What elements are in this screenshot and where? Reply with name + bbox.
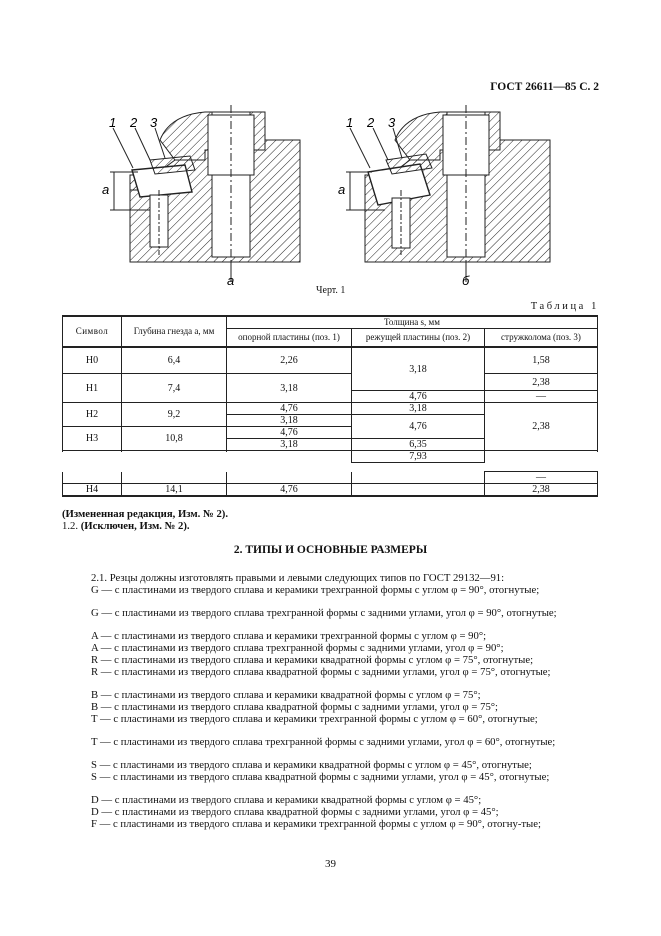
- type-s-1: S — с пластинами из твердого сплава и ке…: [91, 759, 532, 771]
- cell-h4-support: 4,76: [226, 483, 352, 497]
- type-b-2: B — с пластинами из твердого сплава квад…: [91, 701, 499, 713]
- page-number: 39: [325, 858, 336, 870]
- type-t-1: T — с пластинами из твердого сплава и ке…: [91, 713, 538, 725]
- cell-h0-breaker: 1,58: [484, 346, 598, 374]
- figure-caption: Черт. 1: [316, 285, 346, 296]
- note-excluded-prefix: 1.2.: [62, 520, 81, 532]
- type-g-2: G — с пластинами из твердого сплава трех…: [91, 607, 557, 619]
- table-caption: Таблица 1: [530, 301, 599, 312]
- cell-h3: Н3: [62, 426, 122, 451]
- label-1-left: 1: [109, 115, 116, 130]
- cell-dash-1: —: [484, 390, 598, 403]
- view-a: [110, 105, 301, 282]
- type-b-1: B — с пластинами из твердого сплава и ке…: [91, 689, 481, 701]
- col-cutting: режущей пластины (поз. 2): [351, 328, 485, 348]
- type-g-1: G — с пластинами из твердого сплава и ке…: [91, 584, 540, 596]
- col-thickness: Толщина s, мм: [226, 315, 598, 329]
- cell-h0-support: 2,26: [226, 346, 352, 374]
- cell-h1-support: 3,18: [226, 373, 352, 403]
- cell-h2: Н2: [62, 402, 122, 427]
- col-breaker: стружколома (поз. 3): [484, 328, 598, 348]
- cell-h3-depth: 10,8: [121, 426, 227, 451]
- dim-label-right: a: [338, 182, 345, 197]
- cell-cutting-476b: 4,76: [351, 414, 485, 439]
- note-excluded-text: (Исключен, Изм. № 2).: [80, 520, 190, 532]
- cell-h2-depth: 9,2: [121, 402, 227, 427]
- label-2-left: 2: [129, 115, 138, 130]
- type-a-1: A — с пластинами из твердого сплава и ке…: [91, 630, 487, 642]
- dimensions-table-tail: — Н4 14,1 4,76 2,38: [62, 471, 598, 497]
- cell-cutting-blank: [351, 471, 485, 484]
- cell-h4-breaker: 2,38: [484, 483, 598, 497]
- cell-h0-depth: 6,4: [121, 346, 227, 374]
- cell-cutting-793: 7,93: [351, 450, 485, 463]
- dimensions-table: Символ Глубина гнезда a, мм Толщина s, м…: [62, 315, 598, 463]
- cell-h2-support1: 4,76: [226, 402, 352, 415]
- view-b: [346, 105, 551, 282]
- note-excluded: 1.2. (Исключен, Изм. № 2).: [62, 520, 598, 533]
- cell-h1-breaker: 2,38: [484, 373, 598, 391]
- note-amended: (Измененная редакция, Изм. № 2).: [62, 508, 229, 520]
- variant-label-left: а: [227, 273, 234, 288]
- type-t-2: T — с пластинами из твердого сплава трех…: [91, 736, 556, 748]
- cell-cutting-635: 6,35: [351, 438, 485, 451]
- variant-label-right: б: [462, 273, 470, 288]
- section-title: 2. ТИПЫ И ОСНОВНЫЕ РАЗМЕРЫ: [233, 544, 428, 556]
- cell-h2-support2: 3,18: [226, 414, 352, 427]
- label-3-right: 3: [388, 115, 396, 130]
- cell-h4-depth: 14,1: [121, 483, 227, 497]
- technical-drawing: 1 2 3 a а 1 2 3 a б: [102, 105, 551, 288]
- cell-dash-2: —: [484, 471, 598, 484]
- type-r-2: R — с пластинами из твердого сплава квад…: [91, 666, 551, 678]
- cell-h1-depth: 7,4: [121, 373, 227, 403]
- type-d-1: D — с пластинами из твердого сплава и ке…: [91, 794, 482, 806]
- type-r-1: R — с пластинами из твердого сплава и ке…: [91, 654, 534, 666]
- label-2-right: 2: [366, 115, 375, 130]
- cell-h0: Н0: [62, 346, 122, 374]
- label-3-left: 3: [150, 115, 158, 130]
- type-f-1: F — с пластинами из твердого сплава и ке…: [91, 818, 541, 830]
- col-symbol: Символ: [62, 315, 122, 348]
- cell-breaker-238: 2,38: [484, 402, 598, 451]
- para-2-1: 2.1. Резцы должны изготовлять правыми и …: [91, 572, 505, 584]
- type-d-2: D — с пластинами из твердого сплава квад…: [91, 806, 499, 818]
- cell-cutting-476a: 4,76: [351, 390, 485, 403]
- cell-h3-depth-blank: [121, 471, 227, 484]
- label-1-right: 1: [346, 115, 353, 130]
- cell-h4-cutting-blank: [351, 483, 485, 497]
- type-s-2: S — с пластинами из твердого сплава квад…: [91, 771, 550, 783]
- page-header: ГОСТ 26611—85 С. 2: [490, 81, 599, 93]
- col-support: опорной пластины (поз. 1): [226, 328, 352, 348]
- cell-h2-cutting: 3,18: [351, 402, 485, 415]
- cell-cutting-318: 3,18: [351, 346, 485, 391]
- cell-h3-blank: [62, 471, 122, 484]
- dim-label-left: a: [102, 182, 109, 197]
- cell-h3-support2: 3,18: [226, 438, 352, 451]
- col-depth: Глубина гнезда a, мм: [121, 315, 227, 348]
- type-a-2: A — с пластинами из твердого сплава трех…: [91, 642, 504, 654]
- cell-h4: Н4: [62, 483, 122, 497]
- cell-h1: Н1: [62, 373, 122, 403]
- cell-h3-support1: 4,76: [226, 426, 352, 439]
- cell-h3-support-blank: [226, 471, 352, 484]
